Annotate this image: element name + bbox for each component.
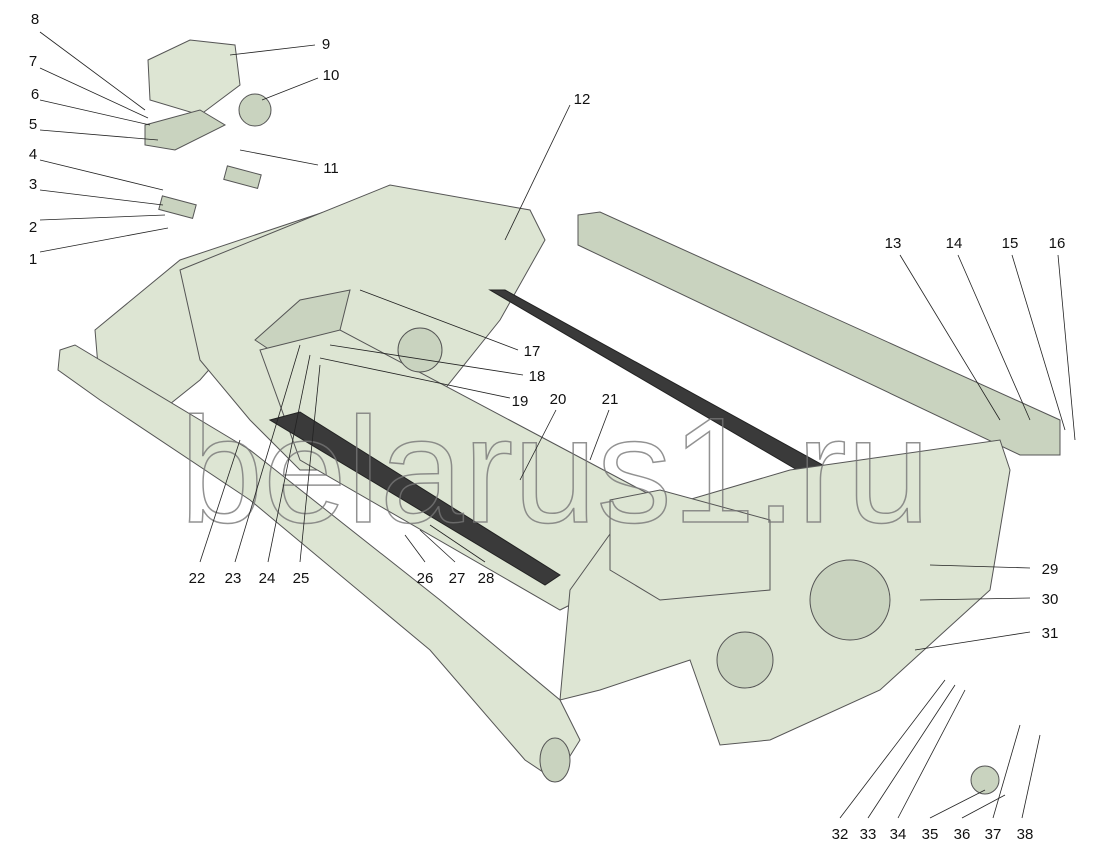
callout: 3 [29, 176, 37, 193]
callout: 6 [31, 86, 39, 103]
callout: 38 [1017, 826, 1034, 843]
callout: 1 [29, 251, 37, 268]
right-plate-hole-large [809, 559, 891, 641]
watermark: belarus1.ru [180, 386, 930, 554]
callout: 20 [550, 391, 567, 408]
callout: 23 [225, 570, 242, 587]
callout: 15 [1002, 235, 1019, 252]
gearbox [147, 39, 241, 116]
callout: 12 [574, 91, 591, 108]
callout: 2 [29, 219, 37, 236]
right-plate-hole-small [716, 631, 774, 689]
callout: 21 [602, 391, 619, 408]
callout: 7 [29, 53, 37, 70]
callout: 17 [524, 343, 541, 360]
sieve-strip [577, 211, 1061, 456]
callout: 22 [189, 570, 206, 587]
left-plate-hole [397, 327, 443, 373]
callout: 31 [1042, 625, 1059, 642]
callout: 26 [417, 570, 434, 587]
callout: 8 [31, 11, 39, 28]
callout: 30 [1042, 591, 1059, 608]
callout: 37 [985, 826, 1002, 843]
callout: 36 [954, 826, 971, 843]
callout: 5 [29, 116, 37, 133]
callout: 11 [323, 160, 339, 177]
sprocket [238, 93, 272, 127]
callout: 25 [293, 570, 310, 587]
callout: 32 [832, 826, 849, 843]
callout: 24 [259, 570, 276, 587]
callout: 4 [29, 146, 37, 163]
callout: 9 [322, 36, 330, 53]
callout: 18 [529, 368, 546, 385]
callout: 34 [890, 826, 907, 843]
plate-set-left [158, 195, 197, 220]
callout: 29 [1042, 561, 1059, 578]
plate-set-right [223, 165, 262, 190]
shaft-end [539, 737, 571, 783]
callout: 35 [922, 826, 939, 843]
callout: 10 [323, 67, 340, 84]
callout-labels: 8 7 6 5 4 3 2 1 9 10 11 12 13 14 15 16 1… [29, 11, 1066, 843]
callout: 16 [1049, 235, 1066, 252]
leader-lines [39, 31, 1076, 819]
callout: 27 [449, 570, 466, 587]
callout: 13 [885, 235, 902, 252]
callout: 33 [860, 826, 877, 843]
callout: 14 [946, 235, 963, 252]
callout: 19 [512, 393, 529, 410]
right-sprocket [970, 765, 1000, 795]
right-box [609, 489, 771, 601]
mounting-bracket [144, 109, 227, 151]
callout: 28 [478, 570, 495, 587]
bottom-rail [268, 411, 561, 586]
